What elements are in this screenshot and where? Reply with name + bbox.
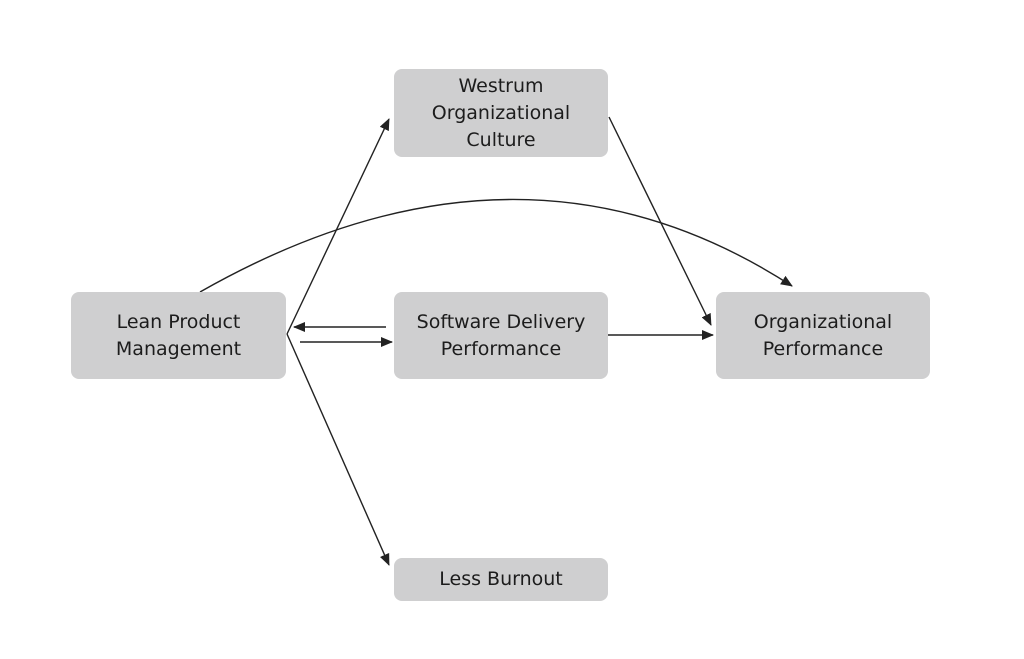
edge-lpm-to-woc [286,118,390,335]
edge-lpm-to-lb [286,333,390,566]
node-westrum-organizational-culture: Westrum Organizational Culture [394,69,608,157]
node-less-burnout: Less Burnout [394,558,608,601]
node-software-delivery-performance: Software Delivery Performance [394,292,608,379]
edge-lpm-to-op [199,198,793,293]
node-organizational-performance: Organizational Performance [716,292,930,379]
edge-woc-to-op [608,116,712,326]
node-lean-product-management: Lean Product Management [71,292,286,379]
